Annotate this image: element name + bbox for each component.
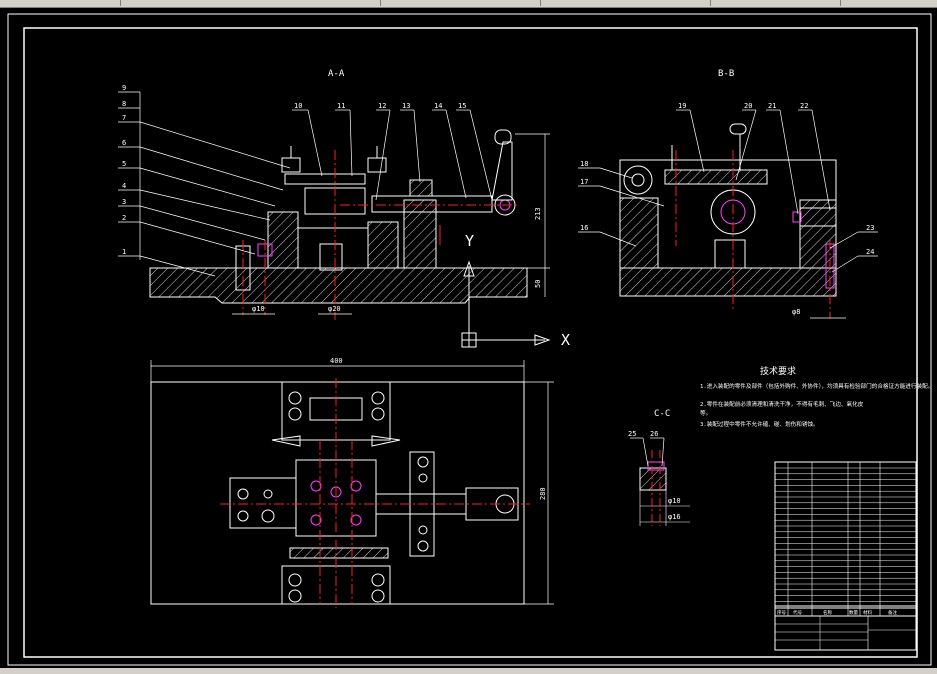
screw-nut [409, 179, 433, 197]
bb-top-plate [664, 169, 768, 185]
workpiece [297, 227, 369, 269]
dim-phi16-cc: φ16 [668, 513, 681, 521]
bb-left-wall [619, 197, 659, 269]
section-cc-view[interactable]: C-C φ10 φ16 25 26 [628, 409, 690, 526]
part-leaders-aa-top [292, 109, 493, 201]
section-aa-label: A-A [328, 69, 345, 79]
ucs-icon [461, 260, 551, 348]
application-toolbar [0, 0, 937, 8]
section-bb-view[interactable]: B-B φ8 19 20 [578, 69, 878, 319]
part-number-26: 26 [650, 430, 658, 438]
toolbar-segment[interactable] [0, 0, 121, 6]
part-number-19: 19 [678, 102, 686, 110]
part-number-4: 4 [122, 182, 126, 190]
part-number-11: 11 [337, 102, 345, 110]
tech-item-2-cont: 等。 [700, 409, 711, 417]
clamp-block-right [367, 221, 399, 269]
tech-item-1: 1.进入装配的零件及部件（包括外购件、外协件），均须具有检验部门的合格证方能进行… [700, 382, 933, 390]
bb-bottom [619, 267, 837, 297]
plan-holes [237, 391, 429, 603]
part-number-7: 7 [122, 114, 126, 122]
table-header-seq: 序号 [777, 609, 786, 616]
section-cc-label: C-C [654, 409, 670, 419]
parts-list-table[interactable]: 序号 代号 名称 数量 材料 备注 [774, 461, 917, 651]
dim-width-plan: 400 [330, 357, 343, 365]
part-number-8: 8 [122, 100, 126, 108]
section-aa-view[interactable]: A-A 213 50 φ10 [118, 69, 550, 320]
toolbar-segment[interactable] [380, 0, 541, 6]
dim-height-plan: 280 [539, 487, 547, 500]
part-number-17: 17 [580, 178, 588, 186]
toolbar-segment[interactable] [710, 0, 841, 6]
dim-phi10-aa: φ10 [252, 305, 265, 313]
dim-phi10-cc: φ10 [668, 497, 681, 505]
top-clamp-plate [284, 173, 366, 185]
support-block [403, 199, 437, 269]
part-number-3: 3 [122, 198, 126, 206]
dim-phi20-aa: φ20 [328, 305, 341, 313]
table-header-code: 代号 [793, 609, 802, 616]
technical-requirements: 技术要求 1.进入装配的零件及部件（包括外购件、外协件），均须具有检验部门的合格… [700, 365, 933, 428]
drawing-inner-border [23, 27, 918, 658]
dim-base-aa: 50 [534, 280, 542, 288]
section-bb-label: B-B [718, 69, 734, 79]
plan-bracket [289, 547, 389, 559]
table-header-name: 名称 [823, 609, 832, 616]
part-number-14: 14 [434, 102, 442, 110]
part-number-10: 10 [294, 102, 302, 110]
tech-title: 技术要求 [760, 365, 796, 377]
part-number-2: 2 [122, 214, 126, 222]
part-number-5: 5 [122, 160, 126, 168]
part-number-24: 24 [866, 248, 874, 256]
plan-base-outline [150, 381, 525, 605]
base-plate [149, 267, 528, 304]
status-bar [0, 668, 937, 674]
plan-view[interactable]: 400 280 [150, 357, 554, 608]
bb-cam [623, 165, 653, 195]
toolbar-segment[interactable] [120, 0, 381, 6]
tech-item-3: 3.装配过程中零件不允许磕、碰、划伤和锈蚀。 [700, 420, 819, 428]
left-bolt-head [281, 157, 301, 173]
part-leaders-bb [578, 109, 878, 273]
table-header-note: 备注 [888, 609, 897, 616]
table-header-qty: 数量 [849, 609, 858, 616]
bb-right-wall [799, 199, 837, 269]
part-number-21: 21 [768, 102, 776, 110]
ucs-x-label: X [561, 331, 570, 349]
part-number-22: 22 [800, 102, 808, 110]
ucs-y-label: Y [465, 232, 474, 250]
right-bolt-head [367, 157, 387, 173]
part-number-18: 18 [580, 160, 588, 168]
part-number-9: 9 [122, 84, 126, 92]
table-header-material: 材料 [863, 609, 872, 616]
part-number-6: 6 [122, 139, 126, 147]
cad-drawing-canvas[interactable]: A-A 213 50 φ10 [0, 7, 937, 668]
dim-phi8-bb: φ8 [792, 308, 800, 316]
part-number-16: 16 [580, 224, 588, 232]
part-number-13: 13 [402, 102, 410, 110]
clamp-block [267, 211, 299, 269]
part-number-15: 15 [458, 102, 466, 110]
part-number-1: 1 [122, 248, 126, 256]
drawing-outer-border [7, 13, 932, 666]
handle-lever [491, 141, 513, 201]
part-leaders-aa-left [118, 91, 291, 277]
part-number-20: 20 [744, 102, 752, 110]
part-number-23: 23 [866, 224, 874, 232]
toolbar-segment[interactable] [840, 0, 937, 6]
part-number-12: 12 [378, 102, 386, 110]
dim-height-aa: 213 [534, 207, 542, 220]
tech-item-2: 2.零件在装配前必须清理和清洗干净，不得有毛刺、飞边、氧化皮 [700, 400, 864, 408]
toolbar-segment[interactable] [540, 0, 711, 6]
part-number-25: 25 [628, 430, 636, 438]
title-block [774, 615, 917, 651]
